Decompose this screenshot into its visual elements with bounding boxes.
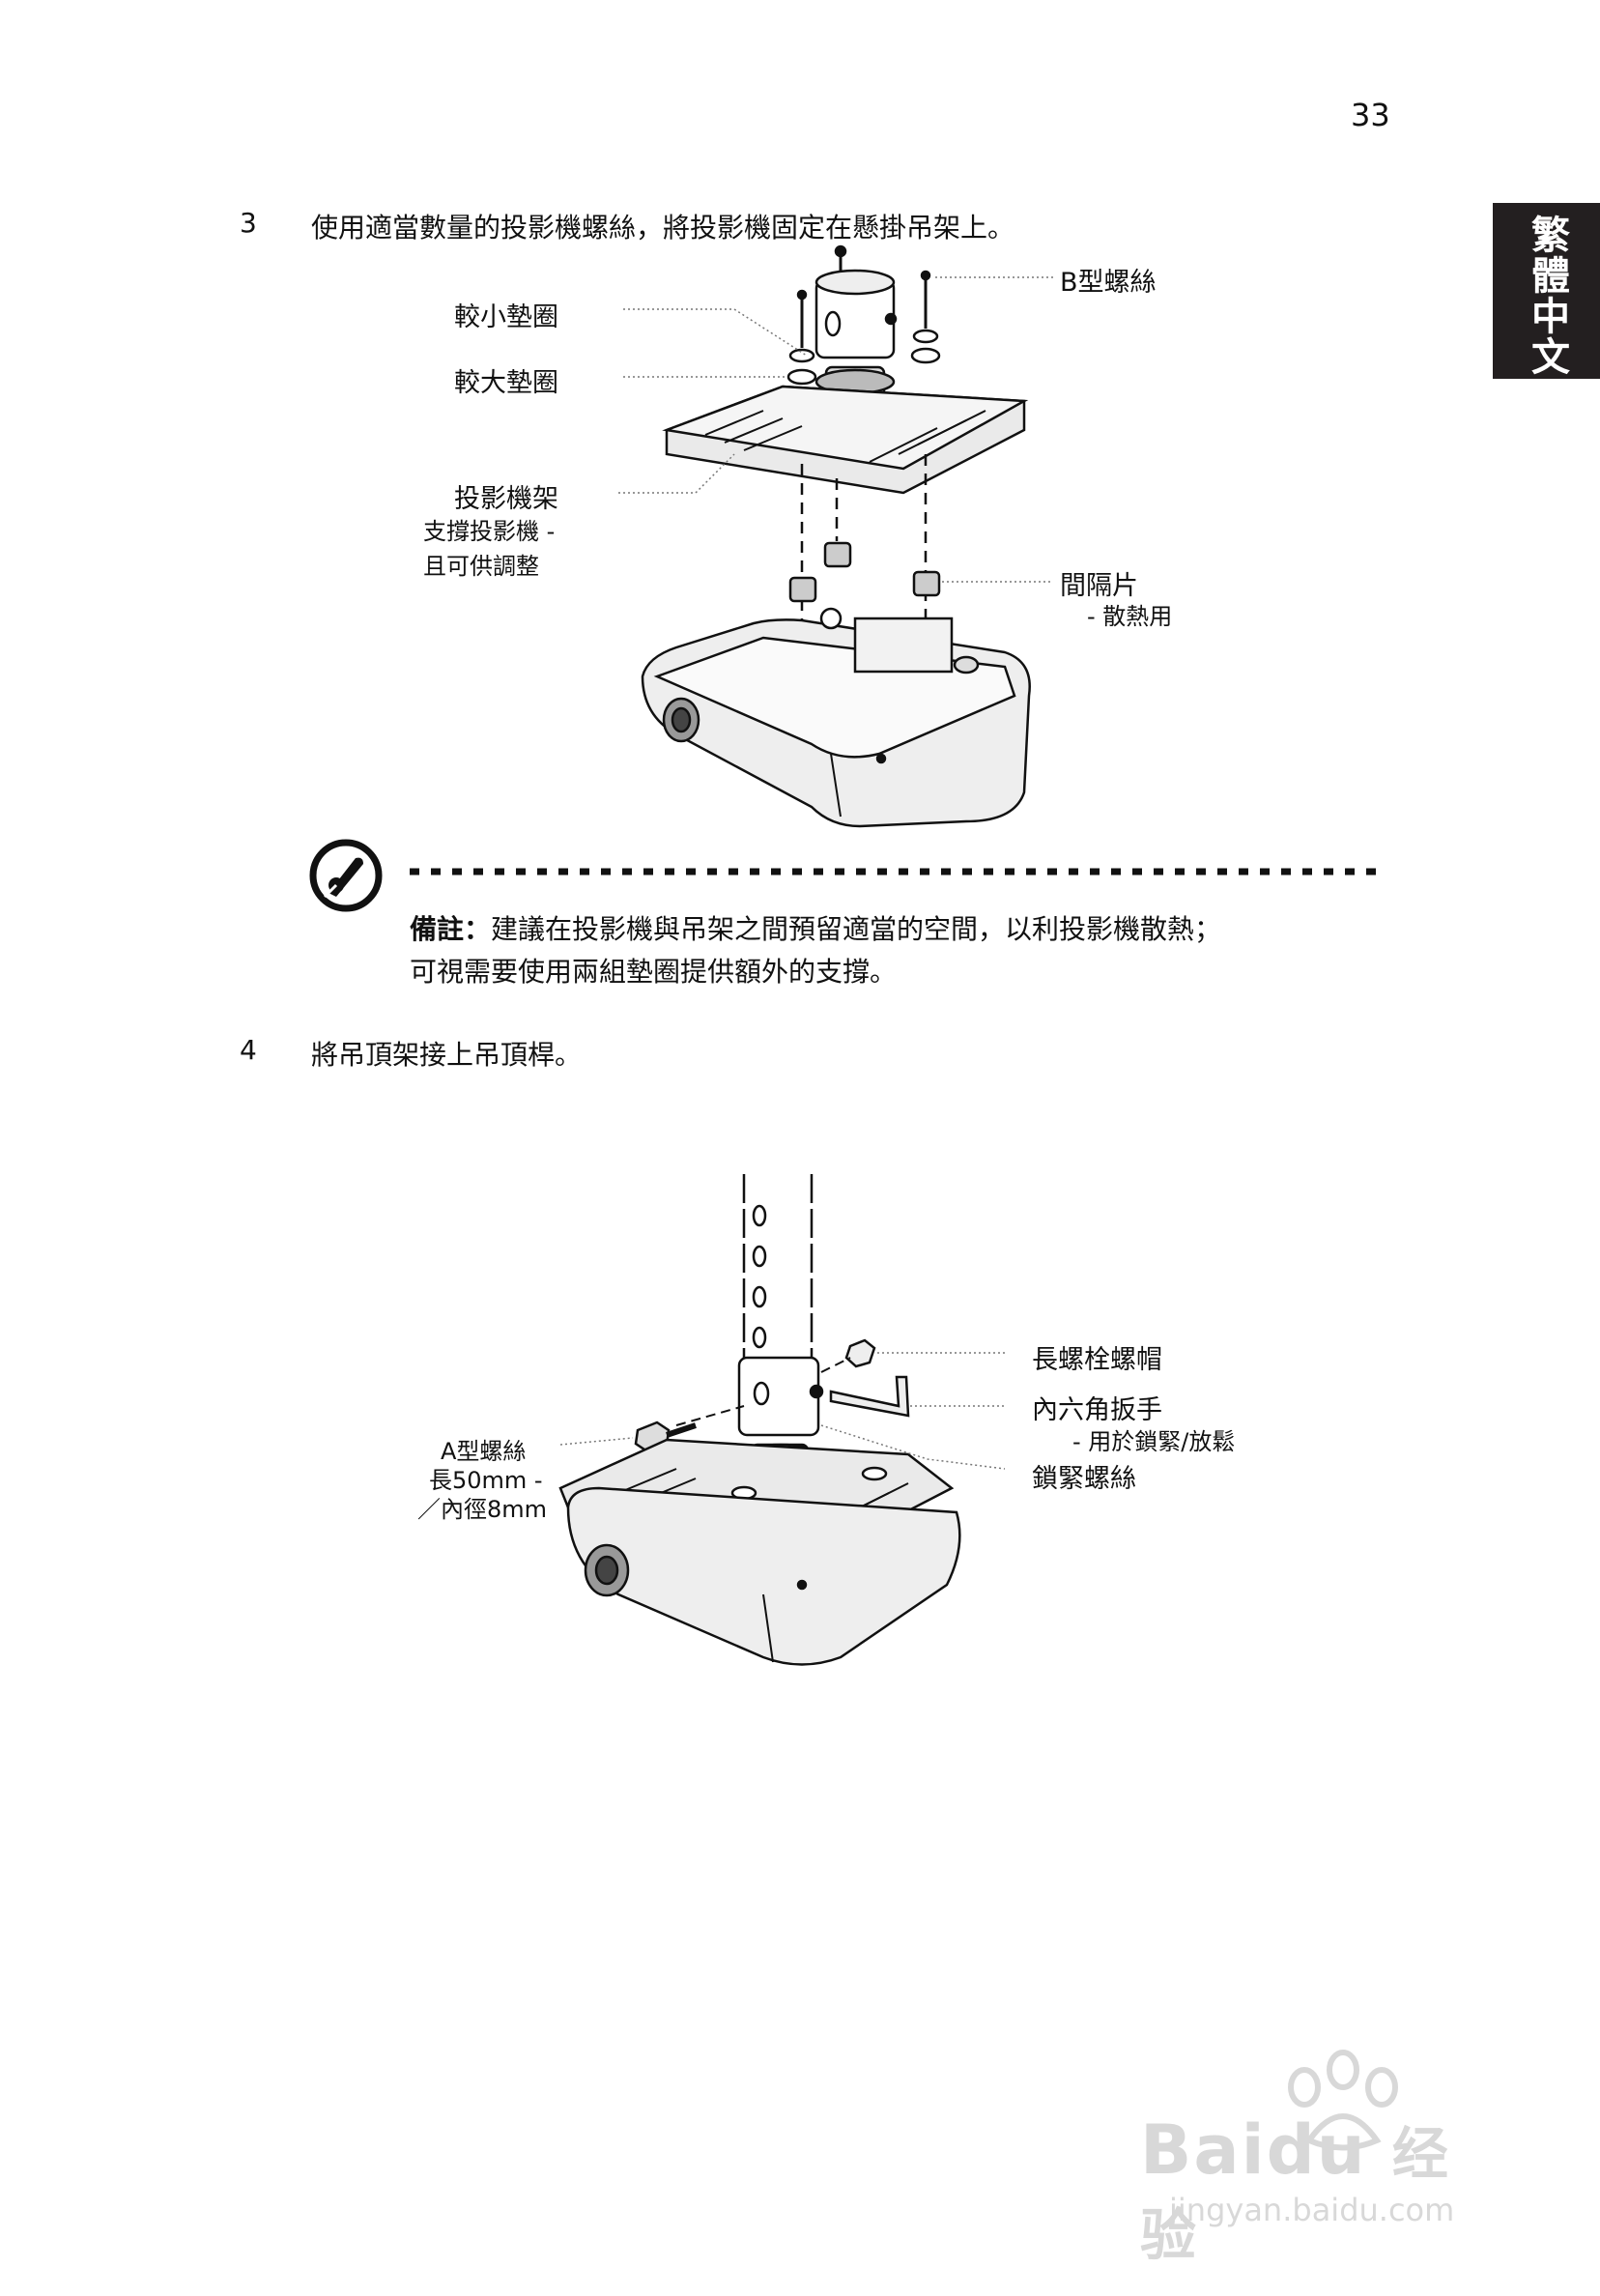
label-spacer-desc: - 散熱用 [1087, 603, 1173, 630]
label-small-washer: 較小墊圈 [454, 302, 558, 332]
label-screw-a: A型螺絲 [441, 1438, 527, 1465]
label-long-nut: 長螺栓螺帽 [1032, 1345, 1162, 1375]
label-hex-wrench: 內六角扳手 [1032, 1395, 1162, 1425]
note-label: 備註： [410, 913, 492, 945]
baidu-watermark: Baidu 经验 jingyan.baidu.com [1140, 2049, 1507, 2268]
projector-bracket-illustration [618, 244, 1053, 828]
watermark-url: jingyan.baidu.com [1169, 2192, 1455, 2228]
watermark-brand: Bai [1140, 2110, 1267, 2190]
note-text-1: 建議在投影機與吊架之間預留適當的空間，以利投影機散熱； [491, 913, 1222, 945]
ceiling-pole-illustration [558, 1174, 1006, 1666]
step-3-text: 使用適當數量的投影機螺絲，將投影機固定在懸掛吊架上。 [311, 212, 1015, 244]
label-bracket-title: 投影機架 [454, 484, 558, 514]
note-divider [410, 868, 1384, 875]
watermark-brand-cn: 经验 [1140, 2121, 1450, 2268]
label-hex-wrench-desc: - 用於鎖緊/放鬆 [1072, 1428, 1236, 1455]
label-bracket-desc-2: 且可供調整 [423, 553, 539, 580]
language-tab: 繁體中文 [1493, 203, 1600, 379]
label-lock-screw: 鎖緊螺絲 [1032, 1464, 1136, 1494]
label-bracket-desc-1: 支撐投影機 - [423, 518, 556, 545]
watermark-brand-2: du [1266, 2110, 1367, 2190]
label-screw-a-diameter: ／內徑8mm [417, 1496, 548, 1523]
note-line-2: 可視需要使用兩組墊圈提供額外的支撐。 [410, 956, 898, 988]
label-screw-a-length: 長50mm - [429, 1467, 543, 1494]
step-3-number: 3 [240, 207, 257, 239]
note-line-1: 備註：建議在投影機與吊架之間預留適當的空間，以利投影機散熱； [410, 908, 1221, 947]
step-4-text: 將吊頂架接上吊頂桿。 [311, 1039, 583, 1071]
page-number: 33 [1351, 97, 1390, 133]
label-large-washer: 較大墊圈 [454, 368, 558, 398]
label-screw-b: B型螺絲 [1060, 268, 1157, 298]
note-pen-icon [307, 837, 385, 914]
language-tab-label: 繁體中文 [1525, 215, 1569, 377]
label-spacer: 間隔片 [1060, 571, 1138, 601]
step-4-number: 4 [240, 1034, 257, 1066]
paw-icon [1288, 2050, 1398, 2151]
